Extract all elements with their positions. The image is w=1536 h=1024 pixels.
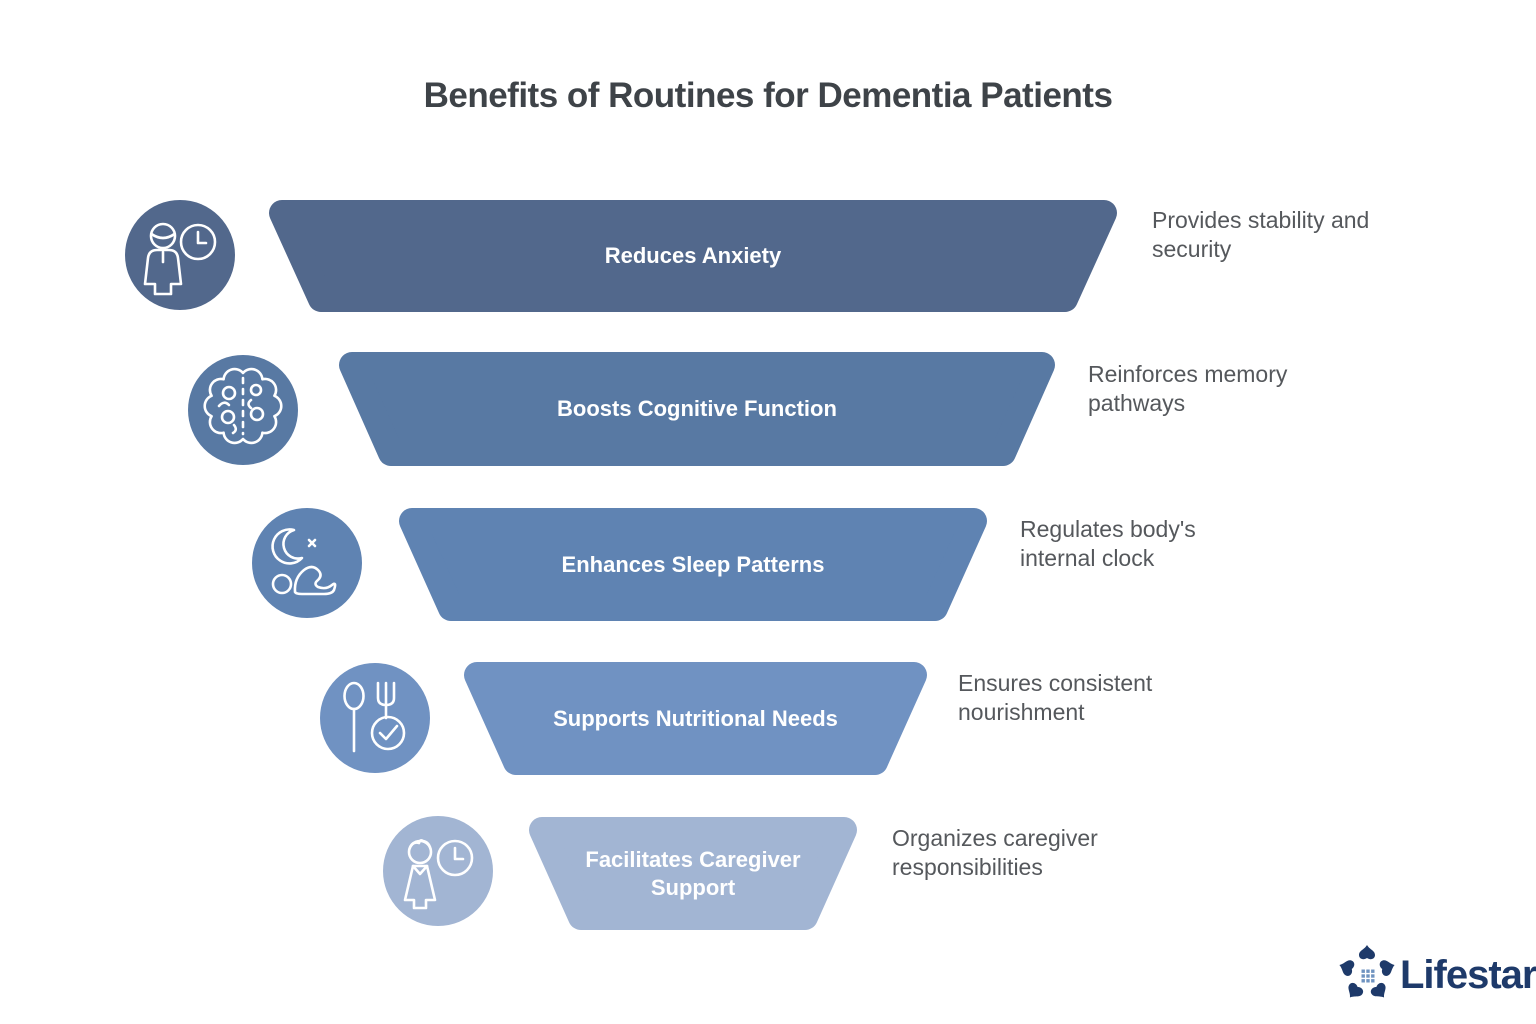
level-2-icon-circle xyxy=(188,355,298,465)
level-1-icon-circle xyxy=(125,200,235,310)
level-3-icon-circle xyxy=(252,508,362,618)
funnel-level-1: Reduces Anxiety xyxy=(268,200,1118,312)
cutlery-check-icon xyxy=(320,661,430,776)
lifestar-star-icon xyxy=(1338,944,1396,1007)
funnel-level-5: Facilitates Caregiver Support xyxy=(528,817,858,930)
level-5-icon-circle xyxy=(383,816,493,926)
funnel-level-4-label: Supports Nutritional Needs xyxy=(553,705,838,731)
funnel-level-1-description: Provides stability and security xyxy=(1152,207,1370,262)
caregiver-clock-icon xyxy=(383,814,493,929)
funnel-level-3-shape xyxy=(399,508,987,621)
funnel-level-4: Supports Nutritional Needs xyxy=(463,662,928,775)
funnel-level-5-label: Facilitates Caregiver Support xyxy=(585,846,801,900)
funnel-level-2-label: Boosts Cognitive Function xyxy=(557,396,837,421)
funnel-level-5-description: Organizes caregiver responsibilities xyxy=(892,825,1098,880)
funnel-level-2: Boosts Cognitive Function xyxy=(338,352,1056,466)
moon-sleep-icon xyxy=(252,506,362,621)
funnel-level-1-shape xyxy=(269,200,1117,312)
page-title: Benefits of Routines for Dementia Patien… xyxy=(423,76,1113,115)
brain-icon xyxy=(188,353,298,468)
funnel-level-2-description: Reinforces memory pathways xyxy=(1088,361,1288,416)
funnel-level-3-description: Regulates body's internal clock xyxy=(1020,516,1196,571)
funnel-level-1-label: Reduces Anxiety xyxy=(604,243,782,268)
level-4-icon-circle xyxy=(320,663,430,773)
person-clock-icon xyxy=(125,198,235,313)
funnel-level-3: Enhances Sleep Patterns xyxy=(398,508,988,621)
funnel-level-2-shape xyxy=(339,352,1055,466)
funnel-level-4-description: Ensures consistent nourishment xyxy=(958,670,1153,725)
funnel-level-3-label: Enhances Sleep Patterns xyxy=(561,551,825,577)
funnel-level-5-shape xyxy=(529,817,857,930)
funnel-level-4-shape xyxy=(464,662,927,775)
lifestar-logo-text: Lifestar xyxy=(1400,953,1536,997)
lifestar-logo: Lifestar xyxy=(1338,944,1536,1007)
